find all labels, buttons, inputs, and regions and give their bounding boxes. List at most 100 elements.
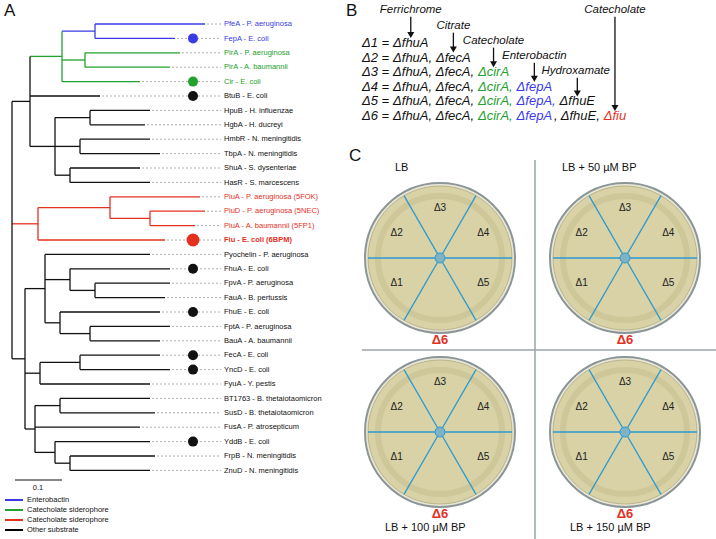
tree-branch xyxy=(25,373,40,374)
leader-line xyxy=(152,110,221,111)
genotype-text: ΔfepA xyxy=(517,80,552,95)
marker-dot xyxy=(188,350,198,360)
tree-branch xyxy=(30,56,62,57)
leader-line xyxy=(182,52,221,53)
leaf-label: ShuA - S. dysenteriae xyxy=(224,164,297,172)
genotype-text: Δfiu xyxy=(604,109,626,124)
marker-dot xyxy=(188,307,198,317)
tree-branch xyxy=(45,254,150,255)
tree-branch xyxy=(35,427,140,428)
genotype-text: ΔfhuE xyxy=(560,94,595,109)
tree-branch xyxy=(110,218,150,219)
leader-line xyxy=(142,81,221,82)
leader-line xyxy=(207,24,221,25)
strain-label: Δ4 xyxy=(662,402,674,412)
leaf-label: PiuD - P. aeruginosa (5NEC) xyxy=(224,207,319,215)
tree-branch xyxy=(12,223,38,224)
leaf-label: PiuA - P. aeruginosa (5FOK) xyxy=(224,193,318,201)
tree-branch xyxy=(60,311,160,312)
leader-line xyxy=(157,412,221,413)
leaf-label: FpvA - P. aeruginosa xyxy=(224,279,293,287)
leader-line xyxy=(142,427,221,428)
leaf-label: FecA - E. coli xyxy=(224,351,268,359)
panel-divider xyxy=(362,349,716,351)
leader-line xyxy=(202,196,221,197)
sector-line xyxy=(625,258,661,320)
leader-line xyxy=(152,398,221,399)
tree-branch xyxy=(30,95,100,96)
tree-branch xyxy=(40,362,80,363)
sector-line xyxy=(553,257,625,258)
genotype-row: Δ3 =ΔfhuA, ΔfecA,ΔcirA xyxy=(362,65,509,80)
strain-label: Δ5 xyxy=(662,452,674,462)
sector-line xyxy=(368,257,440,258)
tree-branch xyxy=(95,23,205,24)
marker-dot xyxy=(188,77,198,87)
leaf-label: FhuE - E. coli xyxy=(224,308,269,316)
substrate-label: Citrate xyxy=(436,19,470,32)
leader-line xyxy=(102,96,221,97)
panel-letter: C xyxy=(349,146,361,166)
sector-line xyxy=(440,432,476,494)
sector-line xyxy=(404,258,440,320)
strain-label: Δ1 xyxy=(391,278,403,288)
tree-branch xyxy=(38,207,110,208)
leader-line xyxy=(147,124,221,125)
tree-branch xyxy=(62,81,140,82)
legend-swatch xyxy=(5,509,23,511)
leader-line xyxy=(177,38,221,39)
disc xyxy=(620,427,630,437)
genotype-row: Δ6 =ΔfhuA, ΔfecA,ΔcirA,ΔfepA, ΔfhuE,Δfiu xyxy=(362,109,626,124)
tree-branch xyxy=(55,146,80,147)
leaf-label: FrpB - N. meningitidis xyxy=(224,452,296,460)
leader-line xyxy=(152,139,221,140)
marker-dot xyxy=(188,437,198,447)
tree-branch xyxy=(80,139,150,140)
leader-line xyxy=(152,182,221,183)
strain-label: Δ6 xyxy=(432,507,449,520)
tree-branch xyxy=(25,428,35,429)
tree-branch xyxy=(95,297,165,298)
tree-branch xyxy=(30,146,55,147)
sector-line xyxy=(368,431,440,432)
legend-text: Enterobactin xyxy=(27,496,69,504)
leaf-label: BtuB - E. coli xyxy=(224,92,267,100)
tree-branch xyxy=(12,358,25,359)
leaf-label: HasR - S. marcescens xyxy=(224,179,299,187)
leaf-label: FauA - B. pertussis xyxy=(224,294,287,302)
leaf-label: TbpA - N. meningitidis xyxy=(224,150,297,158)
substrate-label: Ferrichrome xyxy=(380,3,442,16)
tree-branch xyxy=(55,441,150,442)
tree-branch xyxy=(25,288,45,289)
genotype-text: ΔcirA, xyxy=(478,109,513,124)
genotype-text: ΔfecA xyxy=(436,51,471,66)
tree-branch xyxy=(60,333,90,334)
leader-line xyxy=(157,456,221,457)
strain-label: Δ1 xyxy=(391,452,403,462)
strain-label: Δ5 xyxy=(477,452,489,462)
scale-label: 0.1 xyxy=(33,484,43,492)
substrate-label: Hydroxamate xyxy=(542,64,610,77)
tree-branch xyxy=(45,279,70,280)
leaf-label: SusD - B. thetaiotaomicron xyxy=(224,409,314,417)
plate-title: LB xyxy=(395,162,408,173)
sector-line xyxy=(440,258,476,320)
strain-label: Δ2 xyxy=(576,228,588,238)
tree-branch xyxy=(70,470,150,471)
leaf-label: PirA - P. aeruginosa xyxy=(224,49,290,57)
leaf-label: YncD - E. coli xyxy=(224,366,269,374)
tree-branch xyxy=(35,452,55,453)
leaf-label: HpuB - H. influenzae xyxy=(224,107,293,115)
tree-branch xyxy=(110,196,200,197)
genotype-text: Δ2 = xyxy=(362,51,389,66)
leaf-label: Fiu - E. coli (6BPM) xyxy=(224,236,292,244)
tree-branch xyxy=(70,455,155,456)
legend-text: Other substrate xyxy=(27,526,79,534)
disc xyxy=(435,427,445,437)
arrow-line xyxy=(614,17,615,106)
tree-branch xyxy=(62,59,85,60)
leader-line xyxy=(162,153,221,154)
tree-branch xyxy=(40,383,150,384)
